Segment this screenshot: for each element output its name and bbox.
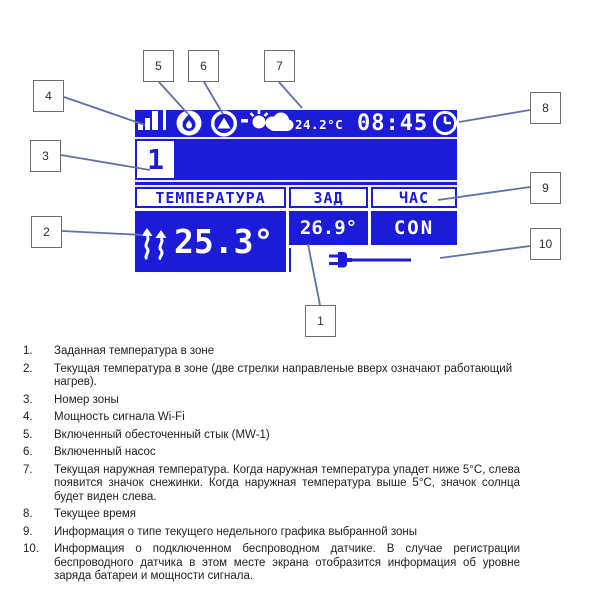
- current-time-value: 08:45: [357, 111, 429, 136]
- callout-8-label: 8: [542, 101, 549, 115]
- wifi-signal-icon: [138, 110, 166, 130]
- flame-contact-icon: [176, 110, 202, 136]
- legend-item-number: 6.: [23, 446, 33, 458]
- zone-number: 1: [147, 143, 164, 176]
- wireless-sensor-plug-icon: [329, 252, 411, 268]
- legend-item-number: 7.: [23, 463, 33, 476]
- callout-2-label: 2: [43, 225, 50, 239]
- zone-cell: [377, 141, 415, 178]
- zone-cell: [337, 141, 375, 178]
- hour-column-header: ЧАС: [371, 187, 457, 208]
- current-temperature-box: 25.3°: [135, 211, 286, 272]
- heating-arrows-icon: [141, 227, 167, 260]
- legend-item-number: 5.: [23, 428, 33, 441]
- zone-cell: [297, 141, 335, 178]
- legend-item-text: Текущая наружная температура. Когда нару…: [54, 463, 520, 503]
- zone-cell: [177, 141, 215, 178]
- callout-9-label: 9: [542, 181, 549, 195]
- legend-item-3: 3. Номер зоны: [23, 394, 520, 408]
- callout-9: 9: [530, 172, 561, 204]
- legend-item-1: 1. Заданная температура в зоне: [23, 345, 520, 359]
- lcd-bottom-section: ТЕМПЕРАТУРА ЗАД ЧАС 25.3°: [135, 187, 457, 272]
- legend-item-4: 4. Мощность сигнала Wi-Fi: [23, 411, 520, 425]
- callout-1-label: 1: [317, 314, 324, 328]
- legend-item-6: 6. Включенный насос: [23, 446, 520, 460]
- callout-7: 7: [264, 50, 295, 82]
- zone-cell: [257, 141, 295, 178]
- legend-item-text: Включенный насос: [54, 446, 156, 458]
- zone-cell: [417, 141, 455, 178]
- legend-item-number: 8.: [23, 508, 33, 520]
- legend-item-text: Информация о подключенном беспроводном д…: [54, 543, 520, 582]
- outdoor-temperature-value: 24.2°C: [295, 117, 344, 132]
- setpoint-header-label: ЗАД: [313, 188, 344, 207]
- legend-item-text: Номер зоны: [54, 393, 119, 406]
- legend-item-10: 10. Информация о подключенном беспроводно…: [23, 543, 520, 584]
- callout-7-label: 7: [276, 59, 283, 73]
- current-temperature-value: 25.3°: [174, 222, 274, 261]
- callout-5: 5: [143, 50, 174, 82]
- legend-item-number: 2.: [23, 362, 33, 375]
- legend-item-8: 8. Текущее время: [23, 508, 520, 522]
- legend-item-9: 9. Информация о типе текущего недельного …: [23, 526, 520, 540]
- callout-6-label: 6: [200, 59, 207, 73]
- pump-icon: [210, 110, 238, 137]
- legend-item-text: Включенный обесточенный стык (MW-1): [54, 428, 270, 441]
- legend-list: 1. Заданная температура в зоне 2. Текущая …: [23, 345, 520, 588]
- status-bar-divider: [135, 137, 457, 139]
- legend-item-text: Текущее время: [54, 508, 137, 520]
- callout-3-label: 3: [42, 149, 49, 163]
- zone-cell: [217, 141, 255, 178]
- clock-icon: [432, 110, 458, 136]
- legend-item-number: 4.: [23, 411, 33, 423]
- callout-2: 2: [31, 216, 62, 248]
- temperature-column-header: ТЕМПЕРАТУРА: [135, 187, 286, 208]
- legend-item-number: 3.: [23, 393, 33, 406]
- legend-item-7: 7. Текущая наружная температура. Когда на…: [23, 464, 520, 505]
- callout-4-label: 4: [45, 89, 52, 103]
- legend-item-number: 1.: [23, 345, 33, 357]
- temperature-header-label: ТЕМПЕРАТУРА: [155, 188, 266, 207]
- callout-10: 10: [530, 228, 561, 260]
- set-temperature-value: 26.9°: [299, 217, 358, 239]
- callout-10-label: 10: [538, 237, 553, 251]
- legend-item-number: 9.: [23, 525, 33, 538]
- legend-item-text: Мощность сигнала Wi-Fi: [54, 411, 185, 423]
- callout-8: 8: [530, 92, 561, 124]
- set-temperature-box: 26.9°: [289, 211, 368, 245]
- legend-item-2: 2. Текущая температура в зоне (две стрелк…: [23, 363, 520, 390]
- legend-item-text: Информация о типе текущего недельного гр…: [54, 525, 417, 538]
- thermostat-lcd-display: 24.2°C 08:45 1: [135, 110, 458, 272]
- legend-item-text: Заданная температура в зоне: [54, 345, 215, 357]
- zone-cell-active: 1: [137, 141, 175, 178]
- lcd-status-bar: 24.2°C 08:45: [135, 110, 458, 137]
- setpoint-column-header: ЗАД: [289, 187, 368, 208]
- schedule-mode-value: CON: [393, 217, 435, 239]
- callout-6: 6: [188, 50, 219, 82]
- wireless-sensor-area: [289, 248, 457, 272]
- zone-strip: 1: [135, 139, 457, 180]
- legend-item-number: 10.: [23, 543, 39, 555]
- lcd-top-section: 24.2°C 08:45 1: [135, 110, 458, 187]
- hour-header-label: ЧАС: [398, 188, 430, 207]
- callout-1: 1: [305, 305, 336, 337]
- callout-3: 3: [30, 140, 61, 172]
- legend-item-text: Текущая температура в зоне (две стрелки …: [54, 362, 513, 389]
- zone-strip-divider: [135, 180, 457, 187]
- legend-item-5: 5. Включенный обесточенный стык (MW-1): [23, 429, 520, 443]
- callout-4: 4: [33, 80, 64, 112]
- sun-cloud-icon: [241, 110, 294, 131]
- schedule-mode-box: CON: [371, 211, 457, 245]
- callout-5-label: 5: [155, 59, 162, 73]
